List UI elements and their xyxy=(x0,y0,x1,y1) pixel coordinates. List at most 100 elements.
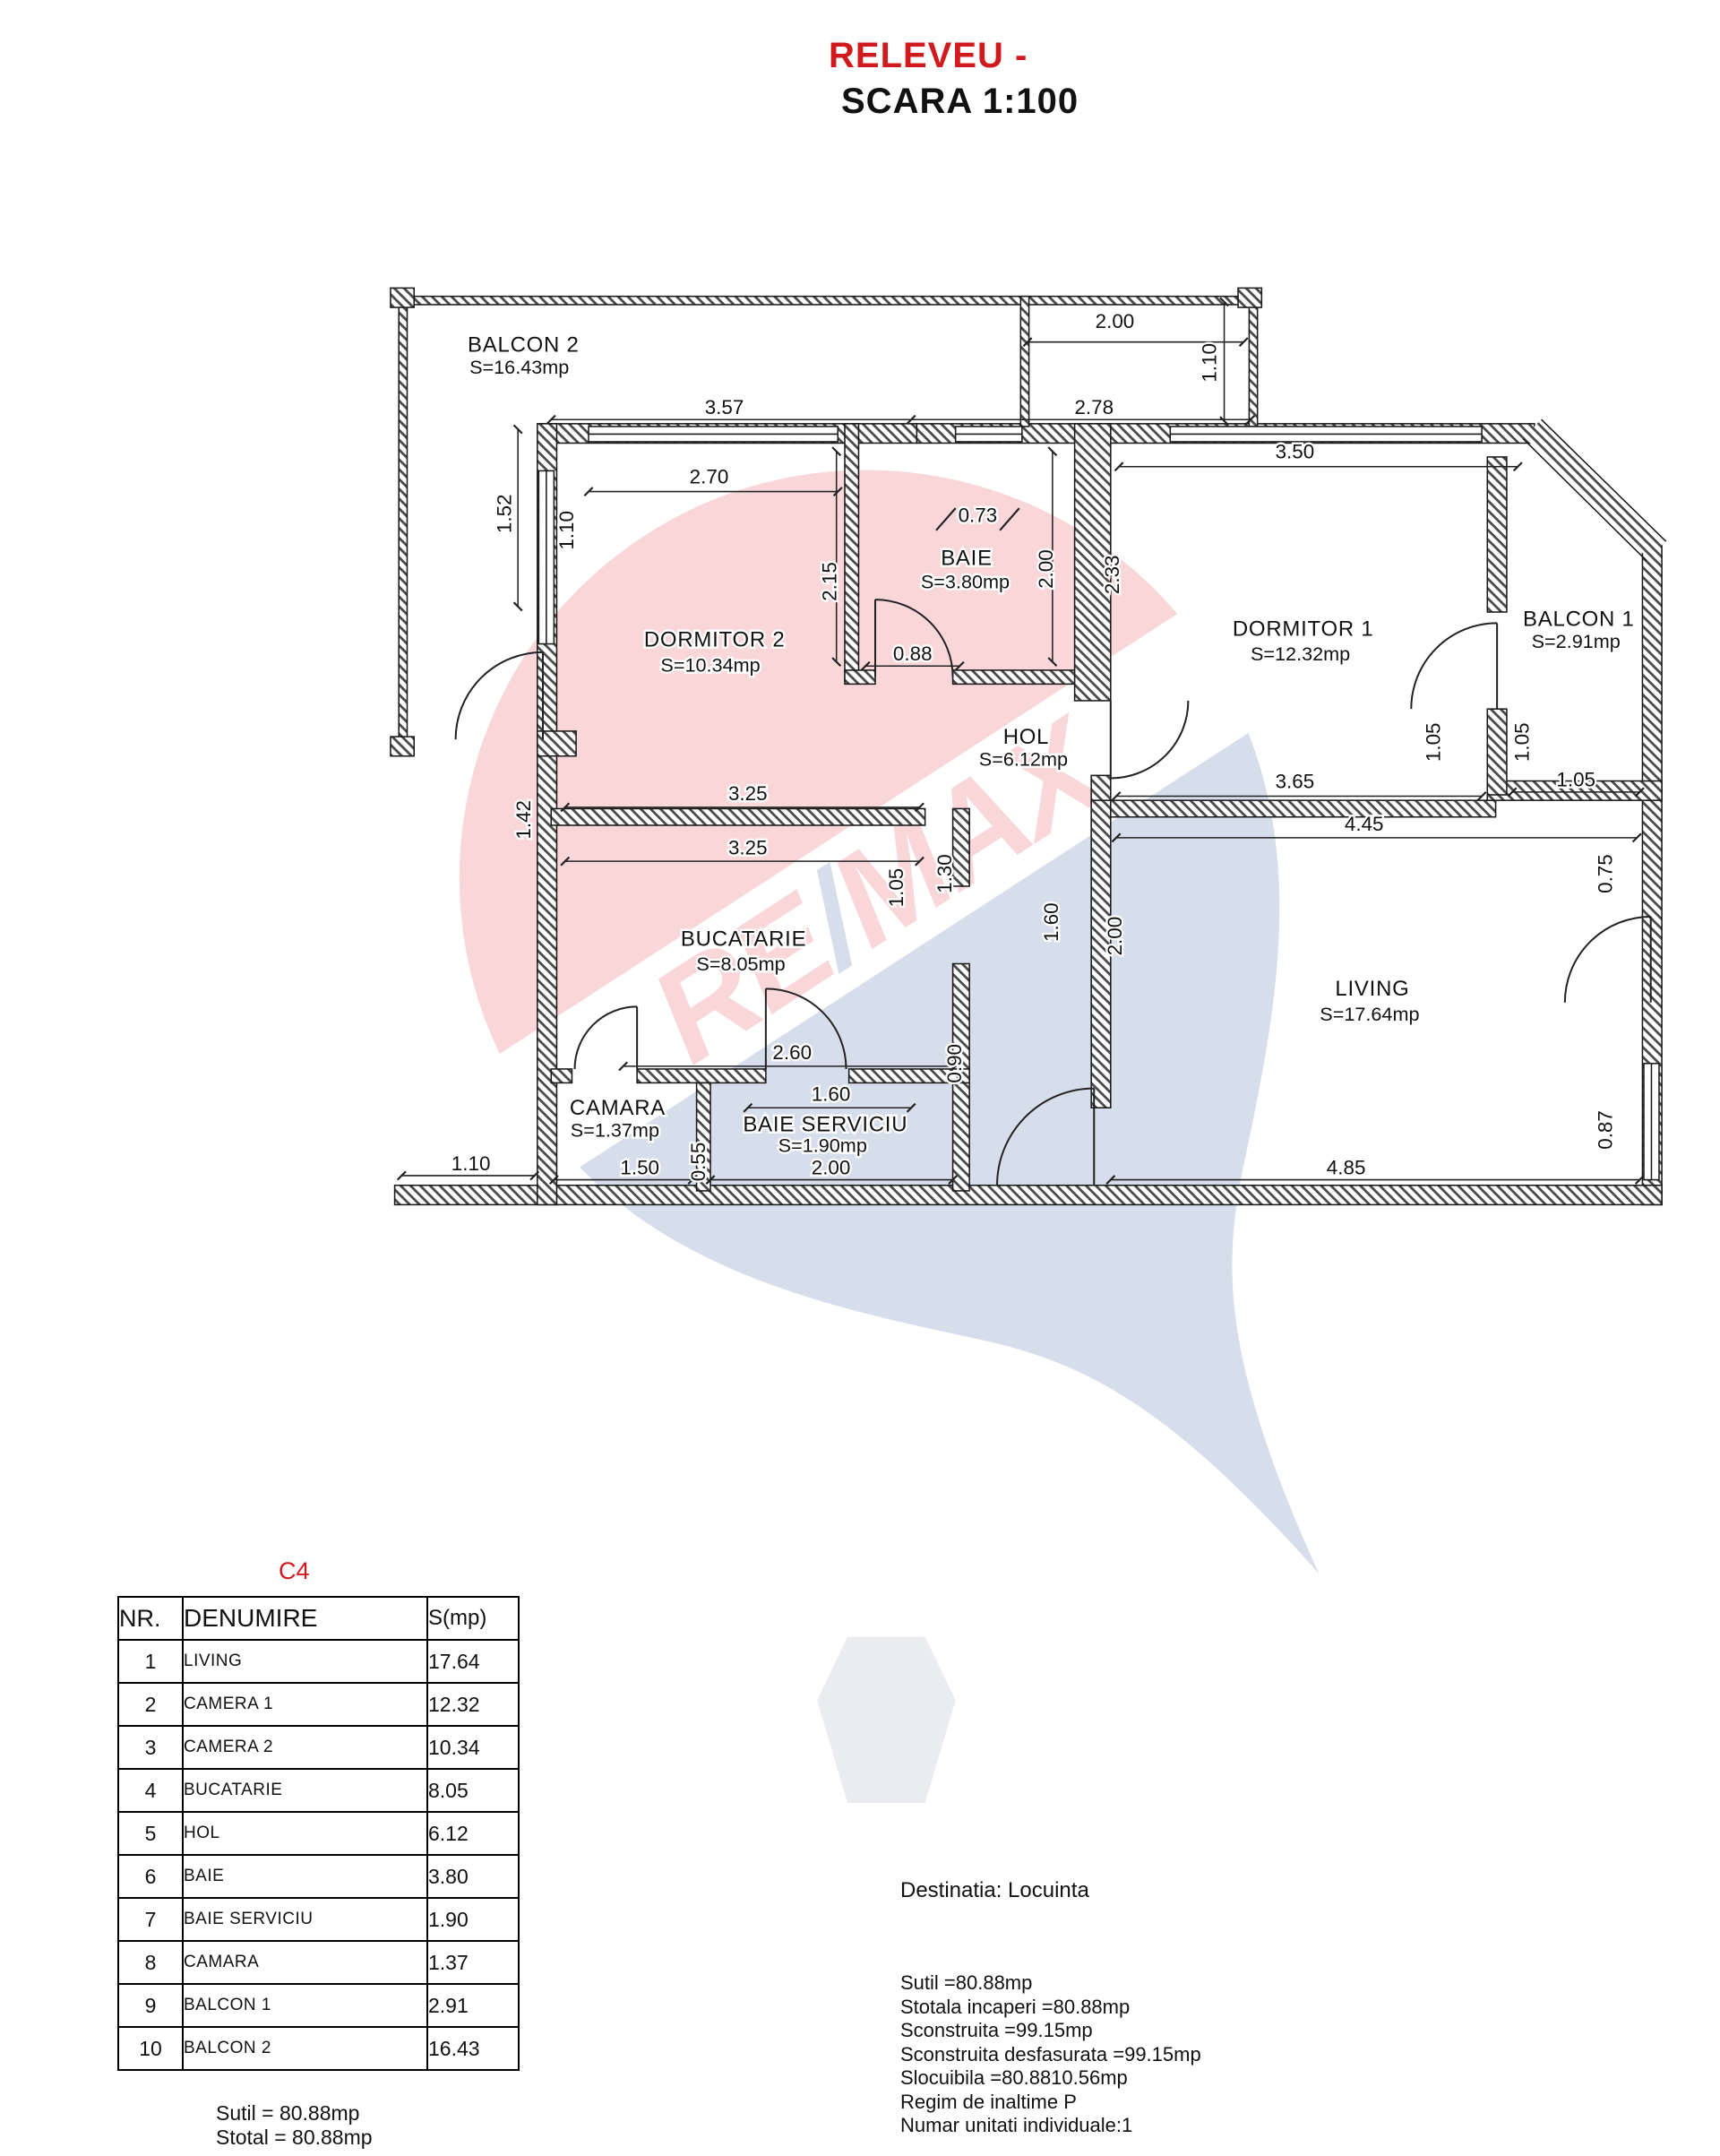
cell-smp: 3.80 xyxy=(426,1854,520,1899)
cell-denumire: BALCON 2 xyxy=(182,2026,428,2071)
room-area-baie-serviciu: S=1.90mp xyxy=(778,1134,867,1157)
room-label-bucatarie: BUCATARIE xyxy=(681,927,806,951)
sutil-total: Sutil = 80.88mp xyxy=(216,2101,360,2125)
dim-150: 1.50 xyxy=(620,1156,659,1178)
dim-055: 0.55 xyxy=(687,1143,710,1182)
dim-110-top: 1.10 xyxy=(1198,343,1220,383)
cell-smp: 12.32 xyxy=(426,1682,520,1727)
dim-270: 2.70 xyxy=(690,465,729,487)
detail-line-numar-unitati: Numar unitati individuale:1 xyxy=(900,2114,1133,2136)
wall-segment xyxy=(1237,287,1263,308)
dim-075: 0.75 xyxy=(1594,854,1616,893)
door-arc xyxy=(1563,915,1652,1003)
room-area-bucatarie: S=8.05mp xyxy=(696,953,785,975)
room-label-balcon1: BALCON 1 xyxy=(1523,607,1635,631)
area-table: NR. DENUMIRE S(mp) 1 LIVING 17.64 2 CAME… xyxy=(117,1596,520,2071)
col-header-smp: S(mp) xyxy=(426,1596,520,1641)
cell-denumire: HOL xyxy=(182,1811,428,1856)
dimension-labels: 2.00 3.57 2.78 3.50 2.70 0.73 0.88 1.05 … xyxy=(449,308,1618,1184)
cell-nr: 9 xyxy=(117,1983,184,2028)
dim-130: 1.30 xyxy=(933,854,956,893)
dim-357: 3.57 xyxy=(705,396,744,418)
table-row: 8 CAMARA 1.37 xyxy=(117,1940,520,1985)
wall-segment xyxy=(550,807,926,826)
cell-nr: 7 xyxy=(117,1897,184,1942)
balloon-white-band xyxy=(315,494,1437,1289)
door-arc xyxy=(573,1005,639,1069)
detail-line-stotala: Stotala incaperi =80.88mp xyxy=(900,1995,1131,2018)
room-labels: BALCON 2 S=16.43mp DORMITOR 2 S=10.34mp … xyxy=(466,331,1636,1159)
room-area-baie: S=3.80mp xyxy=(921,571,1010,593)
dim-073: 0.73 xyxy=(959,505,998,527)
destination-line: Destinatia: Locuinta xyxy=(900,1878,1089,1902)
cell-denumire: CAMERA 1 xyxy=(182,1682,428,1727)
door-arc xyxy=(1109,700,1190,780)
wall-segment xyxy=(951,669,1092,686)
room-label-balcon2: BALCON 2 xyxy=(468,333,580,358)
wall-segment xyxy=(1486,456,1508,613)
cell-nr: 6 xyxy=(117,1854,184,1899)
wall-segment xyxy=(550,1068,573,1084)
dim-233: 2.33 xyxy=(1101,555,1123,594)
cell-nr: 8 xyxy=(117,1940,184,1985)
room-area-balcon1: S=2.91mp xyxy=(1532,630,1621,652)
drawing-title: RELEVEU - xyxy=(829,36,1028,75)
dim-350: 3.50 xyxy=(1276,440,1315,462)
wall-segment xyxy=(1019,295,1030,427)
dim-105-b: 1.05 xyxy=(1511,722,1534,762)
dim-105-a: 1.05 xyxy=(1423,722,1445,762)
wall-segment xyxy=(1110,799,1497,818)
wall-segment xyxy=(1486,708,1508,796)
dim-278: 2.78 xyxy=(1074,396,1114,418)
stotal-total: Stotal = 80.88mp xyxy=(216,2126,373,2149)
dim-200-c: 2.00 xyxy=(812,1156,851,1178)
dim-365: 3.65 xyxy=(1276,770,1315,792)
cell-smp: 6.12 xyxy=(426,1811,520,1856)
room-label-baie-serviciu: BAIE SERVICIU xyxy=(743,1112,907,1136)
dim-110-c: 1.10 xyxy=(452,1152,491,1175)
table-header-row: NR. DENUMIRE S(mp) xyxy=(117,1596,520,1641)
room-label-dormitor1: DORMITOR 1 xyxy=(1233,617,1374,641)
wall-segment xyxy=(844,423,860,683)
detail-line-slocuibila: Slocuibila =80.8810.56mp xyxy=(900,2066,1128,2089)
cell-denumire: BALCON 1 xyxy=(182,1983,428,2028)
cell-nr: 3 xyxy=(117,1725,184,1770)
table-row: 10 BALCON 2 16.43 xyxy=(117,2026,520,2071)
wall-segment xyxy=(951,807,970,887)
cell-nr: 5 xyxy=(117,1811,184,1856)
detail-line-regim: Regim de inaltime P xyxy=(900,2090,1077,2113)
table-footer: Sutil = 80.88mp Stotal = 80.88mp xyxy=(216,2101,520,2150)
wall-segment xyxy=(1248,295,1259,427)
room-area-dormitor2: S=10.34mp xyxy=(660,653,760,676)
wall-diagonal-edge xyxy=(1522,418,1667,562)
wall-segment xyxy=(1073,423,1112,702)
table-row: 5 HOL 6.12 xyxy=(117,1811,520,1856)
door-arc xyxy=(1410,622,1499,710)
room-area-hol: S=6.12mp xyxy=(979,748,1068,771)
wall-segment xyxy=(393,1184,1663,1206)
table-row: 6 BAIE 3.80 xyxy=(117,1854,520,1899)
table-row: 4 BUCATARIE 8.05 xyxy=(117,1768,520,1813)
cell-smp: 17.64 xyxy=(426,1639,520,1684)
dim-445: 4.45 xyxy=(1345,813,1384,835)
dim-200-top: 2.00 xyxy=(1096,310,1135,332)
wall-diagonal xyxy=(1524,421,1664,559)
dim-087: 0.87 xyxy=(1594,1110,1616,1150)
table-label: C4 xyxy=(279,1557,310,1584)
cell-nr: 2 xyxy=(117,1682,184,1727)
cell-denumire: BAIE SERVICIU xyxy=(182,1897,428,1942)
cell-smp: 1.90 xyxy=(426,1897,520,1942)
cell-nr: 1 xyxy=(117,1639,184,1684)
room-area-balcon2: S=16.43mp xyxy=(469,356,569,378)
table-row: 1 LIVING 17.64 xyxy=(117,1639,520,1684)
cell-denumire: CAMERA 2 xyxy=(182,1725,428,1770)
windows xyxy=(538,426,1660,1181)
table-row: 7 BAIE SERVICIU 1.90 xyxy=(117,1897,520,1942)
dim-105-d: 1.05 xyxy=(885,868,907,908)
dim-105-c: 1.05 xyxy=(1556,769,1595,791)
cell-nr: 4 xyxy=(117,1768,184,1813)
wall-segment xyxy=(390,736,415,757)
dim-088: 0.88 xyxy=(893,642,933,665)
